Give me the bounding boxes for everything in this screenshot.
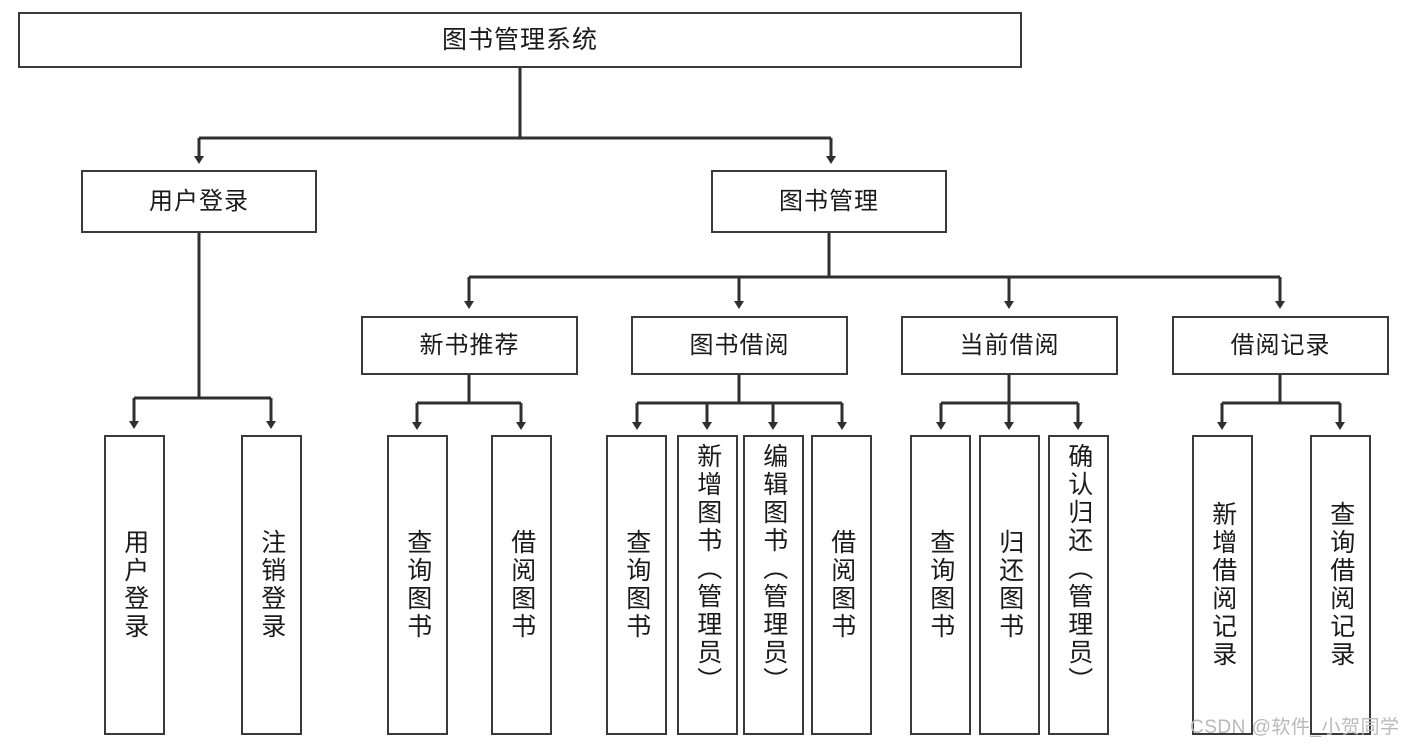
leaf-query-book-borrow-label: 查询图书 [622, 529, 651, 641]
node-book-borrow[interactable]: 图书借阅 [631, 316, 848, 375]
node-new-book-recommend[interactable]: 新书推荐 [361, 316, 578, 375]
leaf-add-book-admin[interactable]: 新增图书（管理员） [677, 435, 738, 735]
leaf-query-borrow-record[interactable]: 查询借阅记录 [1310, 435, 1371, 735]
leaf-user-login-label: 用户登录 [120, 529, 149, 641]
node-current-borrow-label: 当前借阅 [959, 331, 1060, 359]
leaf-query-book-borrow[interactable]: 查询图书 [606, 435, 667, 735]
csdn-watermark: CSDN @软件_小贺同学 [1190, 717, 1400, 738]
node-new-book-recommend-label: 新书推荐 [419, 331, 520, 359]
leaf-user-login[interactable]: 用户登录 [104, 435, 165, 735]
leaf-confirm-return-admin[interactable]: 确认归还（管理员） [1048, 435, 1109, 735]
node-current-borrow[interactable]: 当前借阅 [901, 316, 1118, 375]
leaf-return-book[interactable]: 归还图书 [979, 435, 1040, 735]
leaf-edit-book-admin-label: 编辑图书（管理员） [759, 443, 788, 695]
leaf-confirm-return-admin-label: 确认归还（管理员） [1064, 443, 1093, 695]
node-borrow-record-label: 借阅记录 [1230, 331, 1331, 359]
leaf-borrow-book[interactable]: 借阅图书 [811, 435, 872, 735]
node-root[interactable]: 图书管理系统 [18, 12, 1022, 68]
leaf-borrow-book-recommend-label: 借阅图书 [507, 529, 536, 641]
leaf-logout-label: 注销登录 [257, 529, 286, 641]
leaf-edit-book-admin[interactable]: 编辑图书（管理员） [743, 435, 804, 735]
leaf-add-borrow-record-label: 新增借阅记录 [1208, 501, 1237, 669]
leaf-query-book-recommend[interactable]: 查询图书 [387, 435, 448, 735]
leaf-query-book-recommend-label: 查询图书 [403, 529, 432, 641]
node-root-label: 图书管理系统 [441, 25, 598, 54]
node-borrow-record[interactable]: 借阅记录 [1172, 316, 1389, 375]
leaf-logout[interactable]: 注销登录 [241, 435, 302, 735]
node-user-login-label: 用户登录 [149, 187, 249, 215]
node-book-management[interactable]: 图书管理 [711, 170, 947, 233]
leaf-borrow-book-label: 借阅图书 [827, 529, 856, 641]
leaf-borrow-book-recommend[interactable]: 借阅图书 [491, 435, 552, 735]
leaf-query-book-current[interactable]: 查询图书 [910, 435, 971, 735]
leaf-return-book-label: 归还图书 [995, 529, 1024, 641]
node-book-management-label: 图书管理 [779, 187, 879, 215]
leaf-add-book-admin-label: 新增图书（管理员） [693, 443, 722, 695]
leaf-add-borrow-record[interactable]: 新增借阅记录 [1192, 435, 1253, 735]
node-book-borrow-label: 图书借阅 [689, 331, 790, 359]
node-user-login[interactable]: 用户登录 [81, 170, 317, 233]
leaf-query-borrow-record-label: 查询借阅记录 [1326, 501, 1355, 669]
leaf-query-book-current-label: 查询图书 [926, 529, 955, 641]
